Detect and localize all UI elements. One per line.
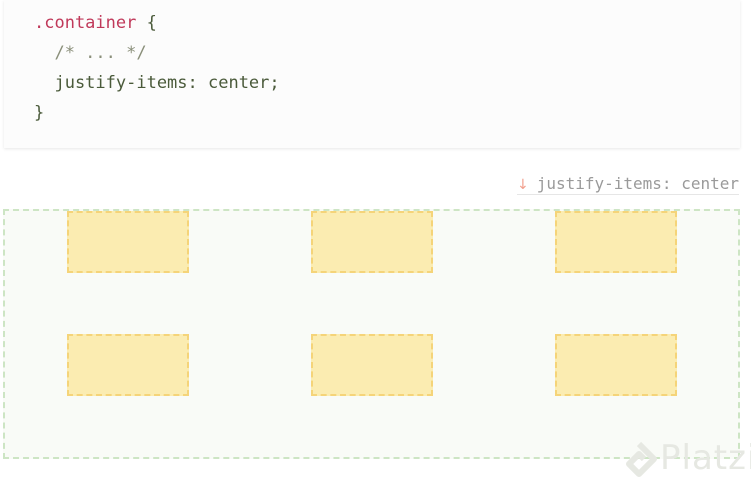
grid-container-demo [3,209,740,459]
grid-item [555,334,677,396]
watermark-brand-text: Platzi [660,438,751,478]
code-line-selector: .container { [34,8,740,38]
css-selector: .container [34,13,137,33]
open-brace: { [136,13,157,33]
code-line-property: justify-items: center; [34,73,280,93]
code-line-close: } [34,103,45,123]
grid-item [67,334,189,396]
grid-item [555,211,677,273]
platzi-logo-icon [626,441,657,477]
arrow-down-icon: ↓ [516,177,529,193]
code-line-comment: /* ... */ [34,43,147,63]
property-label: ↓ justify-items: center [516,174,739,195]
grid-item [311,334,433,396]
code-block: .container { /* ... */ justify-items: ce… [4,0,740,148]
grid-item [311,211,433,273]
property-label-text: justify-items: center [536,174,739,193]
platzi-watermark: Platzi [620,438,751,484]
grid-item [67,211,189,273]
